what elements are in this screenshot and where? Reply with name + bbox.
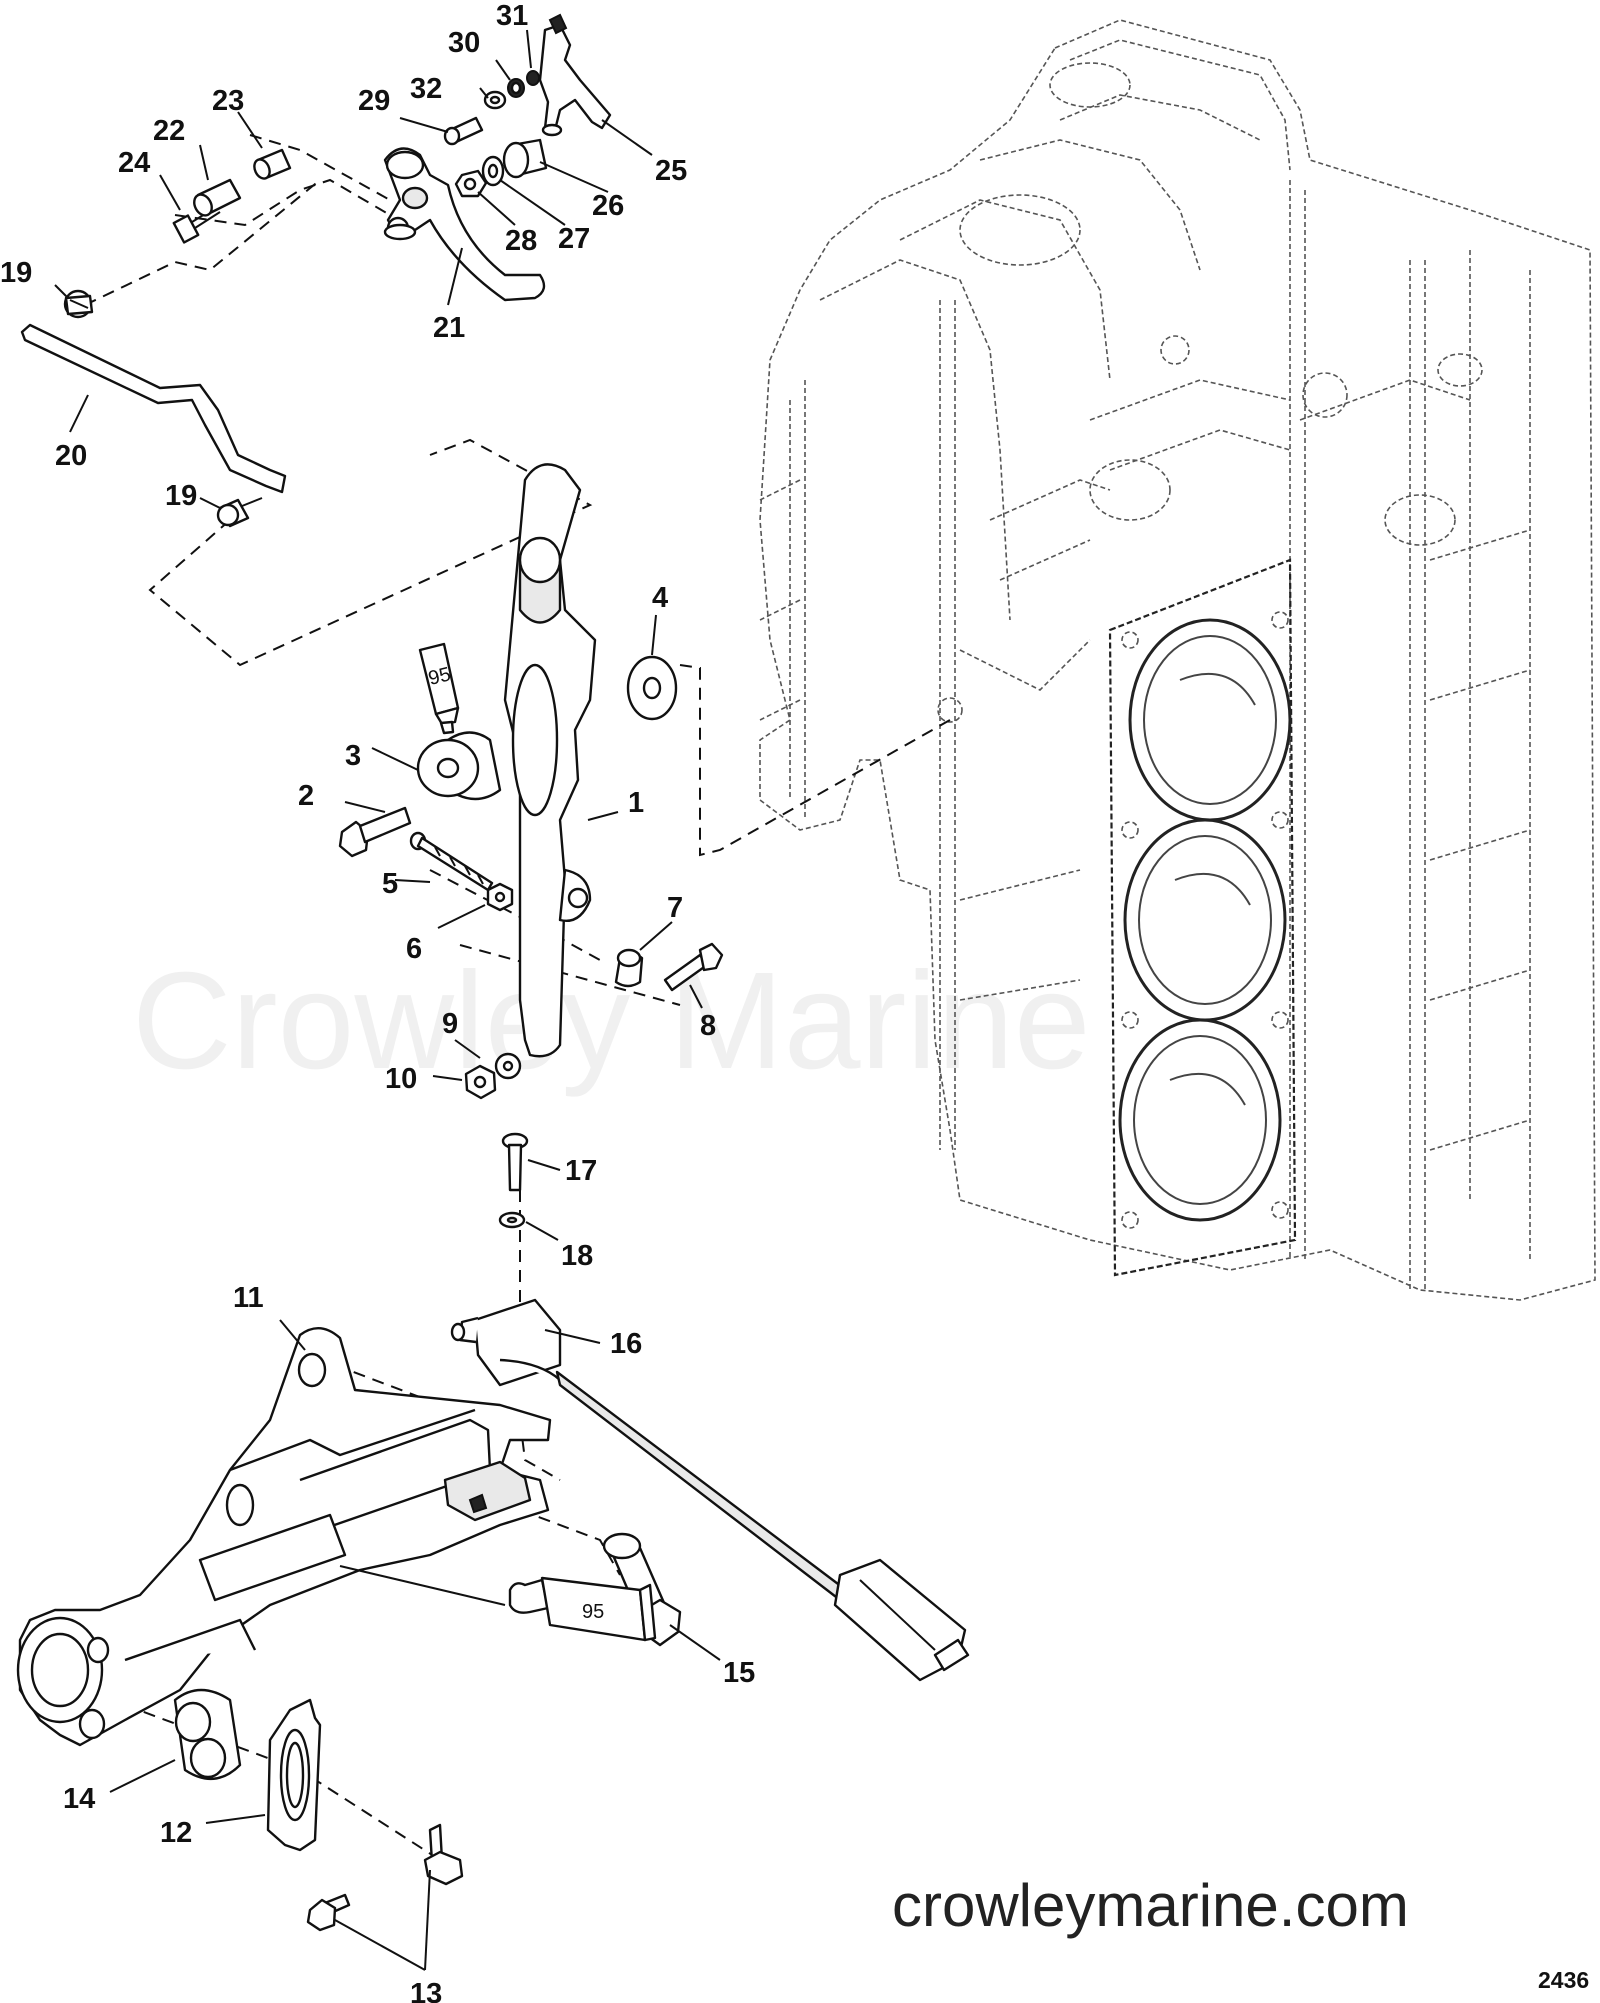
callout-10: 10 bbox=[385, 1063, 417, 1095]
part-6-nut bbox=[486, 882, 514, 912]
callout-16: 16 bbox=[610, 1328, 642, 1360]
part-29-pin bbox=[443, 116, 484, 146]
part-19-fitting-upper bbox=[63, 289, 94, 319]
callout-15: 15 bbox=[723, 1657, 755, 1689]
part-32-washer bbox=[483, 90, 507, 110]
callout-2: 2 bbox=[298, 780, 314, 812]
callout-8: 8 bbox=[700, 1010, 716, 1042]
callout-6: 6 bbox=[406, 933, 422, 965]
part-3-bushing bbox=[416, 731, 502, 801]
callout-18: 18 bbox=[561, 1240, 593, 1272]
watermark: Crowley Marine bbox=[132, 944, 1091, 1098]
part-27-washer bbox=[481, 155, 505, 187]
sealant-tube-lower: 95 bbox=[339, 1565, 657, 1642]
callout-14: 14 bbox=[63, 1783, 95, 1815]
callout-3: 3 bbox=[345, 740, 361, 772]
callout-24: 24 bbox=[118, 147, 150, 179]
callout-25: 25 bbox=[655, 155, 687, 187]
part-14-bushing bbox=[173, 1688, 242, 1781]
callout-29: 29 bbox=[358, 85, 390, 117]
callout-19b: 19 bbox=[165, 480, 197, 512]
part-26-spacer bbox=[502, 138, 548, 179]
part-1-link-arm bbox=[503, 463, 597, 1058]
callout-27: 27 bbox=[558, 223, 590, 255]
part-18-washer bbox=[498, 1211, 526, 1229]
part-7-bushing bbox=[614, 948, 644, 988]
callout-1: 1 bbox=[628, 787, 644, 819]
part-20-link-rod bbox=[20, 323, 287, 494]
callout-26: 26 bbox=[592, 190, 624, 222]
callout-13: 13 bbox=[410, 1978, 442, 2003]
part-10-nut bbox=[464, 1064, 497, 1100]
part-5-screw bbox=[409, 831, 494, 892]
diagram-number: 2436 bbox=[1538, 1967, 1589, 1993]
part-17-screw bbox=[501, 1132, 529, 1192]
leader-lines bbox=[54, 29, 721, 1971]
callout-30: 30 bbox=[448, 27, 480, 59]
part-25-shaft-lever bbox=[538, 13, 612, 137]
part-22-sleeve bbox=[193, 178, 242, 217]
sealant-label-upper: 95 bbox=[426, 663, 453, 690]
callout-20: 20 bbox=[55, 440, 87, 472]
callout-11: 11 bbox=[233, 1282, 264, 1314]
callout-28: 28 bbox=[505, 225, 537, 257]
part-16-neutral-switch bbox=[450, 1298, 970, 1682]
part-2-bolt bbox=[338, 806, 412, 858]
sealant-label-lower: 95 bbox=[582, 1601, 604, 1623]
callout-32: 32 bbox=[410, 73, 442, 105]
part-11-bracket bbox=[16, 1327, 552, 1747]
part-31-clip bbox=[526, 70, 540, 86]
callout-23: 23 bbox=[212, 85, 244, 117]
callout-22: 22 bbox=[153, 115, 185, 147]
callout-4: 4 bbox=[652, 582, 668, 614]
part-30-ring bbox=[507, 78, 525, 98]
part-23-bushing bbox=[253, 148, 292, 180]
callout-31: 31 bbox=[496, 0, 528, 32]
part-19-fitting-lower bbox=[216, 497, 263, 528]
callout-7: 7 bbox=[667, 892, 683, 924]
part-12-retainer-plate bbox=[266, 1698, 322, 1852]
callout-19a: 19 bbox=[0, 257, 32, 289]
part-13-screws bbox=[306, 1823, 464, 1932]
callout-17: 17 bbox=[565, 1155, 597, 1187]
sealant-tube-upper: 95 bbox=[418, 642, 460, 735]
callout-5: 5 bbox=[382, 868, 398, 900]
callout-9: 9 bbox=[442, 1008, 458, 1040]
part-21-lever bbox=[383, 147, 546, 302]
part-28-nut bbox=[454, 169, 488, 198]
part-9-washer bbox=[494, 1052, 522, 1080]
part-8-bolt bbox=[663, 942, 724, 992]
callout-labels: 1 2 3 4 5 6 7 8 9 10 11 12 13 14 15 16 1… bbox=[0, 0, 755, 2003]
part-4-washer bbox=[626, 655, 678, 721]
website-url: crowleymarine.com bbox=[892, 1872, 1409, 1939]
callout-21: 21 bbox=[433, 312, 465, 344]
callout-12: 12 bbox=[160, 1817, 192, 1849]
engine-block bbox=[759, 19, 1596, 1301]
